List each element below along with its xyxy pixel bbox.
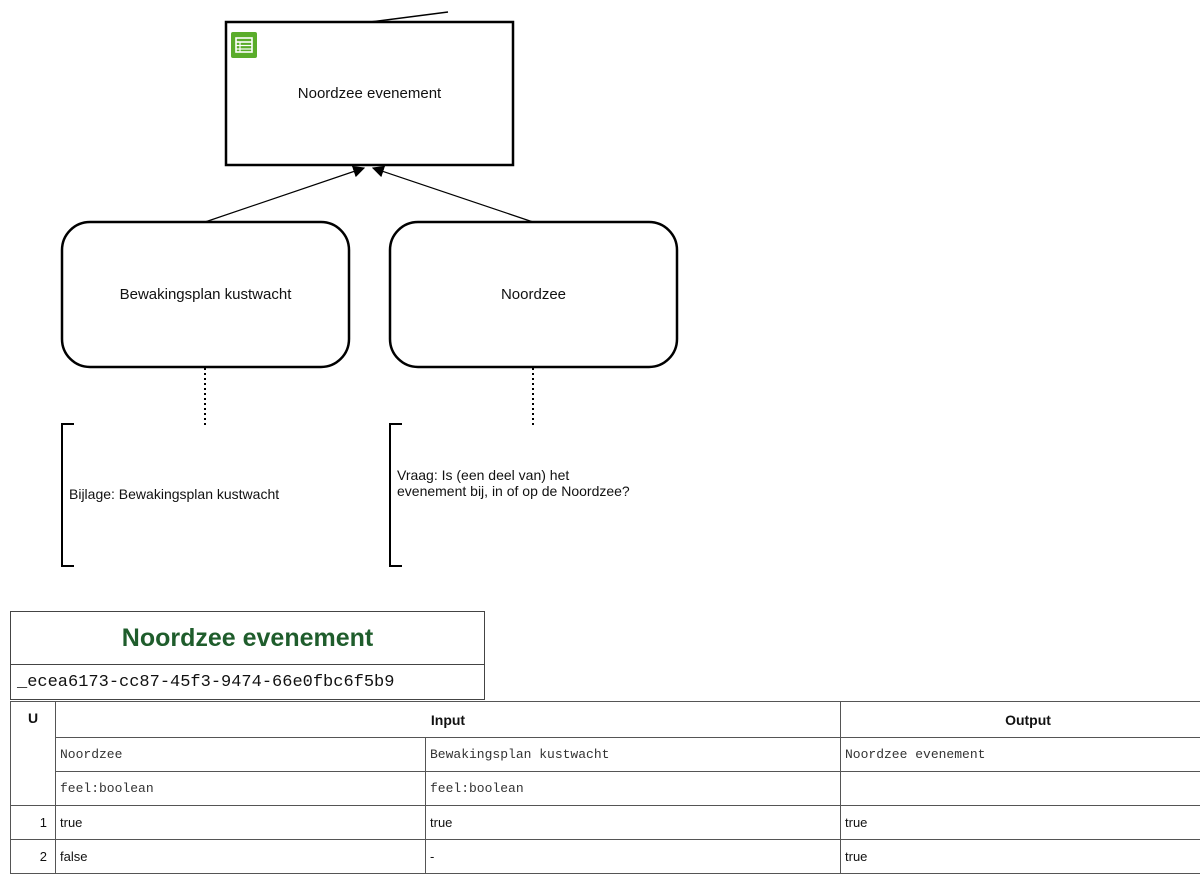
- input-column-name[interactable]: Noordzee: [55, 737, 426, 772]
- input-column-type[interactable]: feel:boolean: [425, 771, 841, 806]
- rule-output-cell[interactable]: true: [840, 839, 1200, 874]
- rule-number: 1: [10, 805, 56, 840]
- rule-input-cell[interactable]: false: [55, 839, 426, 874]
- annotation-text: Vraag: Is (een deel van) het evenement b…: [397, 467, 630, 499]
- information-requirement-edge: [371, 165, 534, 223]
- text-annotation-bracket: [61, 423, 74, 567]
- rule-input-cell[interactable]: -: [425, 839, 841, 874]
- text-annotation-bracket: [389, 423, 402, 567]
- information-requirement-edge: [369, 11, 449, 23]
- output-header: Output: [840, 701, 1200, 738]
- decision-table-id: _ecea6173-cc87-45f3-9474-66e0fbc6f5b9: [17, 672, 395, 692]
- rule-output-cell[interactable]: true: [840, 805, 1200, 840]
- input-column-type[interactable]: feel:boolean: [55, 771, 426, 806]
- decision-node[interactable]: [224, 20, 515, 167]
- information-requirement-edge: [204, 165, 366, 223]
- decision-table: U Input Output Noordzee Bewakingsplan ku…: [10, 701, 1200, 874]
- rule-number: 2: [10, 839, 56, 874]
- rule-input-cell[interactable]: true: [425, 805, 841, 840]
- drd-diagram: [60, 11, 679, 567]
- table-row: 1 true true true: [10, 805, 1200, 840]
- annotation-text: Bijlage: Bewakingsplan kustwacht: [69, 486, 280, 502]
- decision-table-icon: [231, 32, 257, 58]
- input-data-label: Bewakingsplan kustwacht: [119, 286, 292, 303]
- input-header: Input: [55, 701, 841, 738]
- input-column-name[interactable]: Bewakingsplan kustwacht: [425, 737, 841, 772]
- decision-label: Noordzee evenement: [297, 85, 442, 102]
- table-row: 2 false - true: [10, 839, 1200, 874]
- input-data-node-noordzee[interactable]: [388, 220, 679, 369]
- decision-table-title: Noordzee evenement: [11, 612, 484, 665]
- hit-policy[interactable]: U: [10, 701, 56, 806]
- output-column-name[interactable]: Noordzee evenement: [840, 737, 1200, 772]
- decision-table-header: Noordzee evenement _ecea6173-cc87-45f3-9…: [10, 611, 485, 700]
- rule-input-cell[interactable]: true: [55, 805, 426, 840]
- input-data-label: Noordzee: [500, 286, 567, 303]
- output-column-type[interactable]: [840, 771, 1200, 806]
